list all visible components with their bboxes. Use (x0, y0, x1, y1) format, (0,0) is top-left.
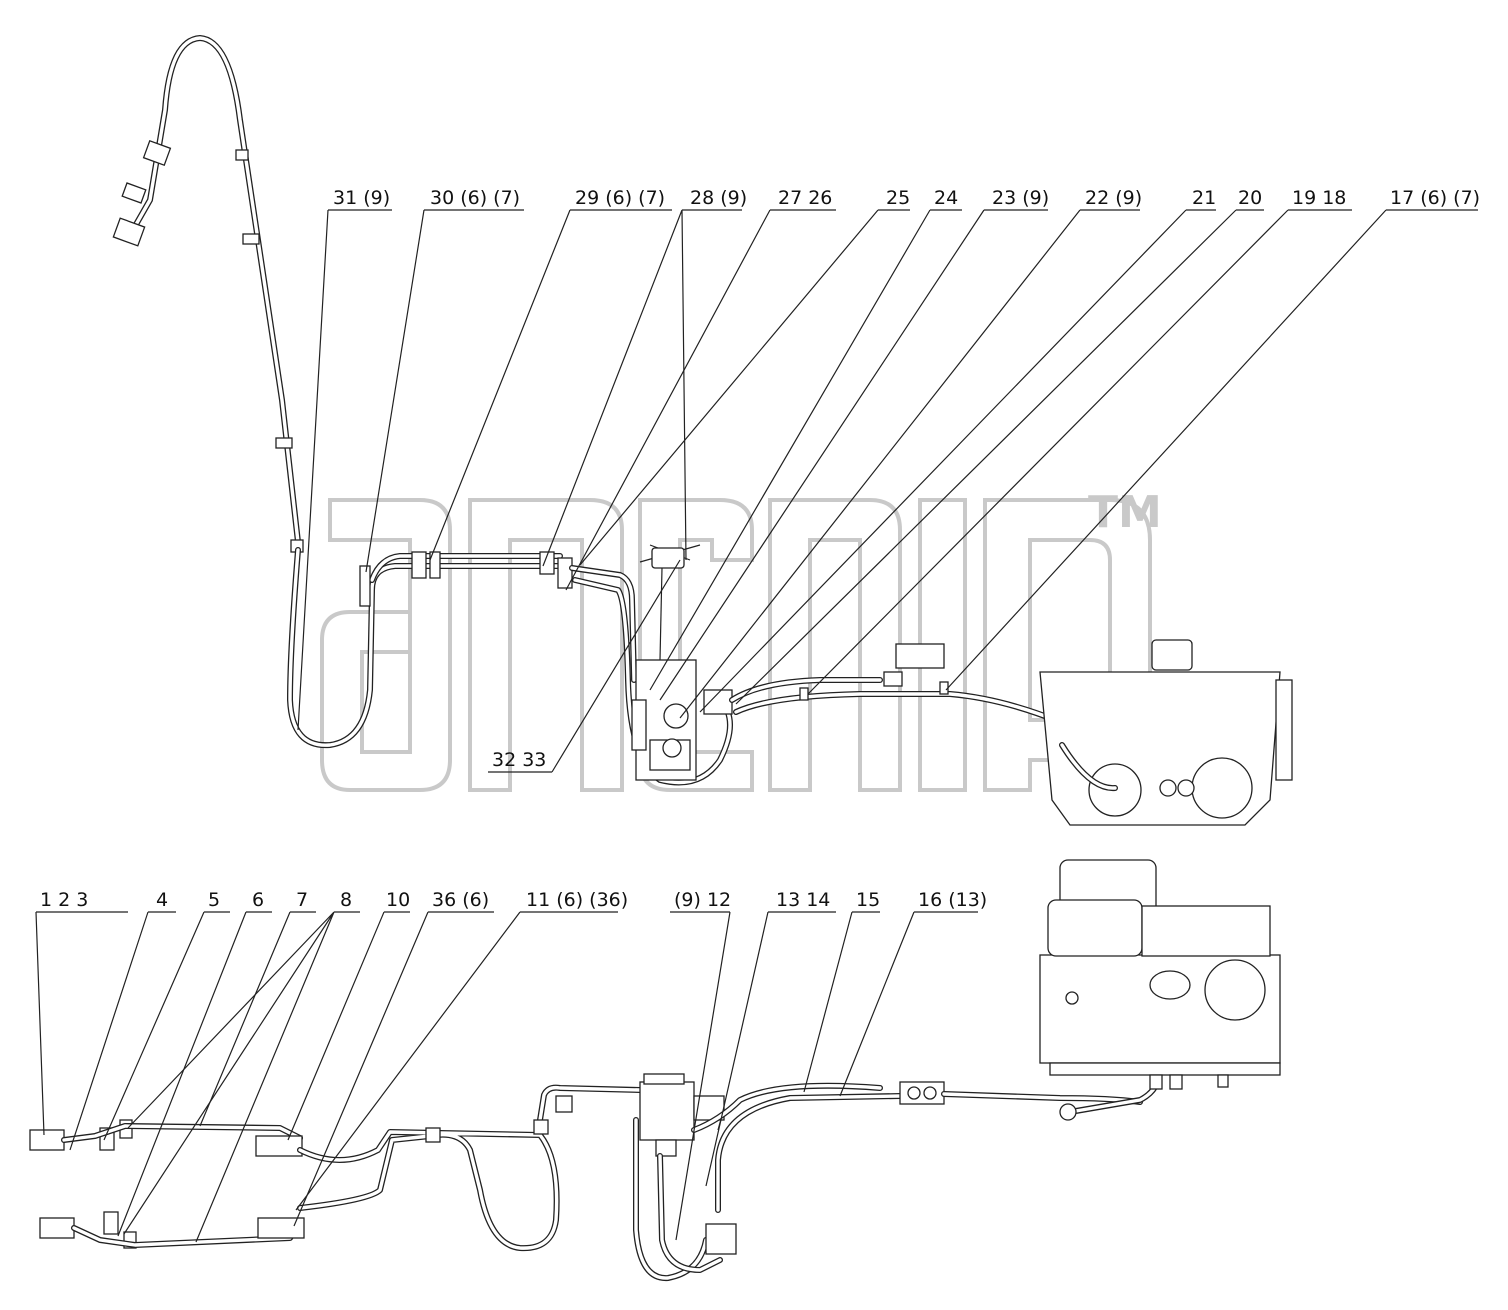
callout-7: 7 (296, 889, 308, 911)
bracket (359, 565, 371, 607)
fitting-11 (533, 1119, 549, 1135)
mid-hose-loop (297, 1129, 560, 1252)
callout-5: 5 (208, 889, 220, 911)
rod-joint (235, 149, 249, 161)
callout-10: 10 (386, 889, 410, 911)
upper-assembly (112, 35, 1293, 826)
bottom-leader-lines (35, 911, 978, 1243)
callout-17: 17 (6) (7) (1390, 187, 1480, 209)
lever-mount (651, 547, 685, 569)
fitting-30 (411, 551, 427, 579)
callout-32-33: 32 33 (492, 749, 546, 771)
callout-22: 22 (9) (1085, 187, 1142, 209)
lower-tank (1039, 859, 1281, 1090)
bottom-callout-labels: 1 2 3 4 5 6 7 8 10 36 (6) 11 (6) (36) (9… (40, 889, 987, 911)
valve-15 (705, 1223, 737, 1255)
clamp-19 (799, 687, 809, 701)
lower-valve-block (639, 1073, 725, 1157)
tank-port-right (1191, 757, 1253, 819)
end-coupler (112, 139, 172, 247)
tank-cover-front (1047, 899, 1143, 957)
callout-23: 23 (9) (992, 187, 1049, 209)
bracket-11 (555, 1095, 573, 1113)
filter-elbow (883, 671, 903, 687)
upper-rod (127, 35, 301, 545)
fitting-28 (539, 551, 555, 575)
callout-12: (9) 12 (674, 889, 731, 911)
callout-4: 4 (156, 889, 168, 911)
hose-upper-to-valve (537, 1084, 643, 1123)
tank-sight (1149, 970, 1191, 1000)
rod-clamp (242, 233, 260, 245)
hydraulic-tank (1039, 639, 1293, 826)
tank-port (1204, 959, 1266, 1021)
callout-13-14: 13 14 (776, 889, 830, 911)
callout-8: 8 (340, 889, 352, 911)
elbow-fitting (557, 557, 573, 589)
fitting-30b (429, 551, 441, 579)
top-callout-labels: 31 (9) 30 (6) (7) 29 (6) (7) 28 (9) 27 2… (333, 187, 1480, 771)
lower-assembly (29, 859, 1281, 1282)
fitting-10 (255, 1135, 303, 1157)
fitting-36 (257, 1217, 305, 1239)
top-leader-lines (297, 209, 1478, 773)
coupler-lower (39, 1217, 75, 1239)
callout-6: 6 (252, 889, 264, 911)
callout-27-26: 27 26 (778, 187, 832, 209)
callout-24: 24 (934, 187, 958, 209)
callout-19-18: 19 18 (1292, 187, 1346, 209)
callout-36: 36 (6) (432, 889, 489, 911)
filter-block (895, 643, 945, 669)
callout-15: 15 (856, 889, 880, 911)
callout-31: 31 (9) (333, 187, 390, 209)
callout-16: 16 (13) (918, 889, 987, 911)
rod-clamp (275, 437, 293, 449)
callout-25: 25 (886, 187, 910, 209)
callout-20: 20 (1238, 187, 1262, 209)
callout-30: 30 (6) (7) (430, 187, 520, 209)
coupler-upper (29, 1129, 65, 1151)
clamp-17 (939, 681, 949, 695)
callout-11: 11 (6) (36) (526, 889, 628, 911)
control-valve-block (631, 659, 733, 781)
callout-29: 29 (6) (7) (575, 187, 665, 209)
callout-1-2-3: 1 2 3 (40, 889, 88, 911)
tank-cap (1151, 639, 1193, 671)
filter-16 (899, 1081, 945, 1105)
callout-21: 21 (1192, 187, 1216, 209)
callout-28: 28 (9) (690, 187, 747, 209)
tank-bracket (1275, 679, 1293, 781)
bracket-4-lower (103, 1211, 119, 1235)
loop-hose (287, 547, 563, 749)
